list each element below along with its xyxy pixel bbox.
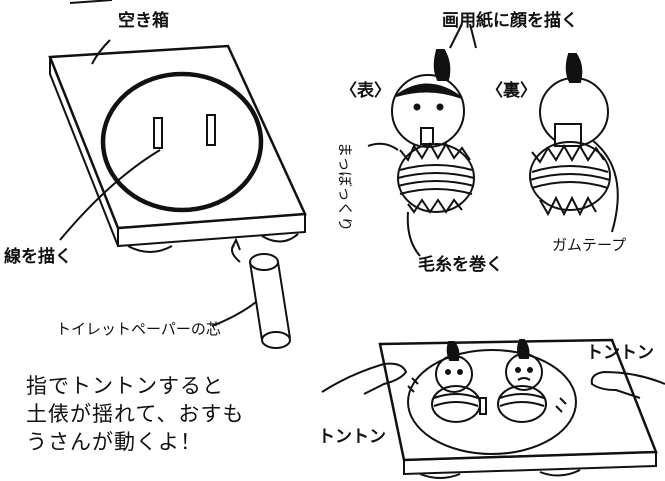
sumo-scene — [321, 338, 665, 479]
slot — [479, 397, 487, 415]
motion-marks — [555, 397, 567, 413]
leader-line — [91, 39, 111, 65]
doll-front — [367, 23, 475, 257]
pinecone-scales — [539, 195, 597, 217]
yarn-wrap — [433, 393, 479, 407]
leader-line — [59, 149, 161, 241]
eye — [445, 369, 451, 375]
doll-head — [435, 355, 473, 393]
doll-head — [505, 353, 543, 391]
wheel — [539, 469, 581, 477]
label-yarn: 毛糸を巻く — [418, 254, 503, 275]
wheel — [419, 473, 461, 479]
pinecone-scales — [531, 143, 605, 164]
leader-line — [591, 139, 619, 233]
yarn-wrap — [529, 173, 611, 181]
yarn-wrap — [397, 172, 475, 179]
label-gum-tape: ガムテープ — [552, 236, 626, 254]
left-hand — [321, 362, 408, 395]
slot-right — [206, 114, 216, 146]
leader-line — [449, 23, 463, 49]
box-top-view — [48, 0, 307, 349]
eye — [457, 369, 463, 375]
doll-back — [469, 23, 619, 233]
label-draw-line: 線を描く — [4, 246, 72, 267]
caption-text: 指でトントンすると 土俵が揺れて、おすも うさんが動くよ！ — [26, 374, 245, 454]
hair — [395, 83, 463, 99]
label-empty-box: 空き箱 — [118, 10, 169, 31]
eye — [515, 367, 521, 373]
label-toilet-core: トイレットペーパーの芯 — [56, 320, 221, 338]
topknot — [565, 53, 583, 83]
label-drawing-paper: 画用紙に顔を描く — [442, 10, 578, 31]
motion-marks — [407, 377, 419, 393]
tape-patch — [554, 123, 582, 147]
box-front-face — [117, 212, 306, 248]
ring-circle — [100, 71, 264, 213]
yarn-wrap — [397, 180, 475, 187]
eye — [413, 103, 421, 111]
board-front — [403, 450, 657, 476]
scribble-mark — [69, 0, 113, 4]
wheel — [261, 233, 299, 243]
wheel — [127, 245, 173, 253]
head-tab — [420, 127, 434, 145]
label-front: 〈表〉 — [340, 80, 391, 101]
leader-line — [469, 23, 477, 49]
leader-line — [211, 301, 257, 327]
right-hand — [590, 370, 665, 399]
ring-circle — [407, 349, 577, 455]
toilet-roll — [231, 237, 291, 349]
pinecone-scales — [399, 141, 471, 162]
box-side-face — [49, 56, 119, 247]
pinecone-body — [497, 385, 547, 423]
yarn-wrap — [531, 165, 609, 173]
yarn-wrap — [399, 188, 473, 195]
pinecone-scales — [407, 198, 463, 214]
mouth — [517, 377, 531, 381]
label-back: 〈裏〉 — [486, 80, 537, 101]
yarn-wrap — [531, 181, 609, 189]
slot-left — [153, 117, 163, 149]
label-tonton-left: トントン — [318, 427, 386, 447]
eye — [436, 103, 444, 111]
yarn-wrap — [499, 393, 545, 407]
yarn-wrap — [399, 164, 473, 171]
eye — [527, 367, 533, 373]
label-tonton-right: トントン — [586, 343, 654, 363]
leader-line — [367, 142, 399, 151]
leader-line — [406, 211, 421, 257]
label-kamaboko: まっぼっくり — [336, 142, 354, 231]
pinecone-body — [529, 141, 611, 211]
